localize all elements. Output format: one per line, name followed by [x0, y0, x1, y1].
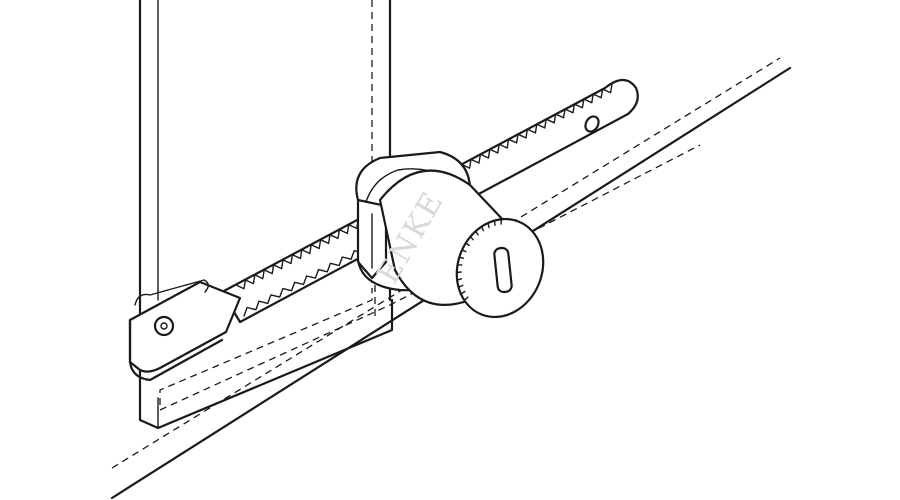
mounting-hole: [584, 115, 600, 133]
cylinder-knurl: [456, 218, 502, 301]
key-slot: [493, 246, 513, 294]
housing-clip: [356, 198, 388, 280]
clamp-roller: [153, 315, 175, 337]
clamp-roller-pin: [160, 322, 168, 330]
rear-channel-dashed: [159, 144, 701, 411]
clamp-lip: [134, 279, 209, 306]
clamp-upright: [128, 318, 224, 382]
lock-body: [378, 169, 545, 319]
clamp-bracket: [128, 279, 242, 382]
clamp-plate: [128, 280, 242, 373]
front-panel-bottom: [138, 298, 394, 430]
rail-rear-edge-dashed: [111, 57, 781, 469]
